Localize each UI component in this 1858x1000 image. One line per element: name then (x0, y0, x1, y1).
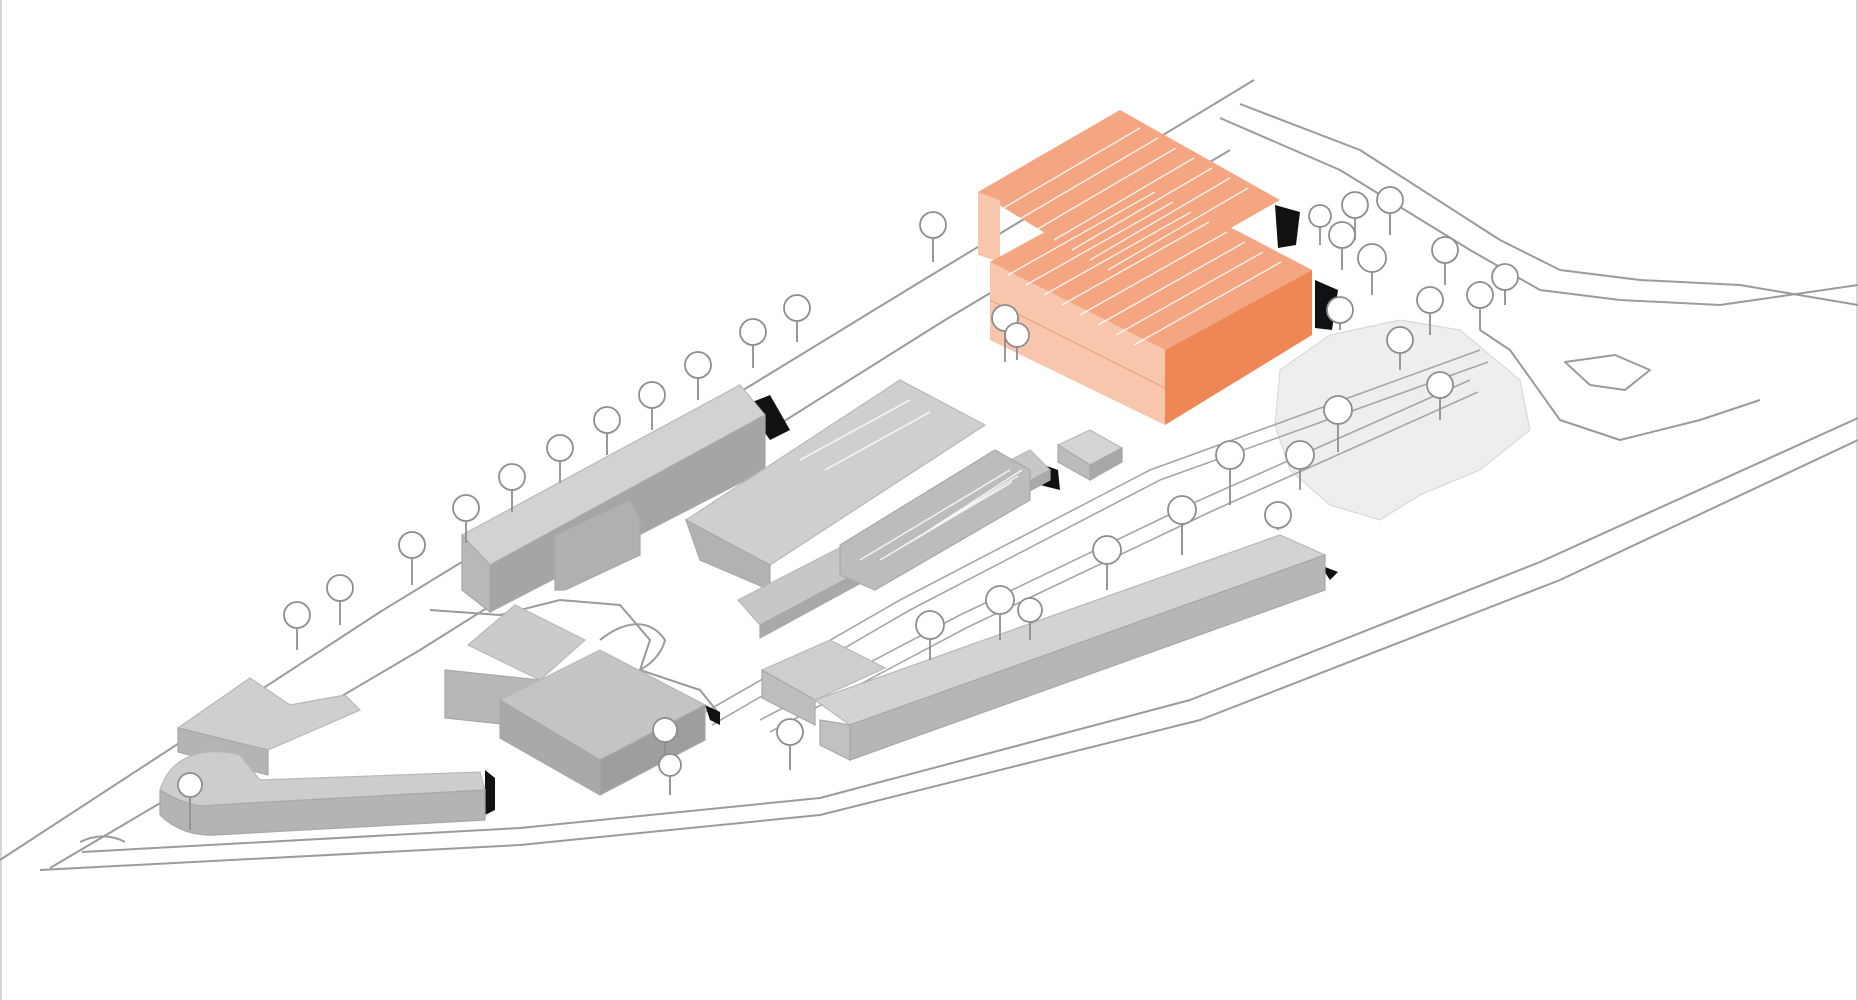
tree-icon (593, 406, 621, 455)
tree-icon (1326, 296, 1354, 330)
roof-skylight (799, 399, 931, 471)
road-north-curve-inner (1239, 103, 1858, 306)
building-south-centre (444, 604, 720, 797)
head-front (761, 668, 816, 726)
shadow (705, 705, 720, 725)
upper-front (978, 192, 1000, 262)
tree-icon (1167, 495, 1197, 555)
tree-icon (1264, 501, 1292, 530)
tree-icon (1341, 191, 1369, 240)
road-south-loop (79, 835, 126, 843)
pond-outline (1564, 354, 1651, 391)
building-new-hall-highlighted (978, 110, 1338, 425)
tree-icon (283, 601, 311, 650)
road-south-edge-outer (39, 439, 1858, 871)
tree-icon (1386, 326, 1414, 370)
tree-icon (1357, 243, 1387, 295)
trees (177, 186, 1519, 830)
tree-icon (326, 574, 354, 625)
roof-ridges (999, 127, 1282, 346)
lower-front-band (989, 299, 1166, 389)
road-south-edge-inner (81, 417, 1858, 853)
building-south-long (760, 534, 1338, 761)
building-small-cube (1056, 429, 1124, 482)
tree-icon (452, 494, 480, 543)
road-north-curve (1219, 117, 1858, 306)
shadow (485, 770, 495, 815)
tree-icon (1466, 281, 1494, 330)
tree-icon (985, 585, 1015, 640)
tree-icon (1308, 204, 1332, 245)
tree-icon (177, 772, 203, 830)
tree-icon (1285, 440, 1315, 490)
tree-icon (1376, 186, 1404, 235)
tree-icon (498, 463, 526, 512)
curved-wing-front (159, 788, 486, 836)
tree-icon (1017, 597, 1043, 640)
tree-icon (1431, 236, 1459, 285)
tree-icon (1215, 440, 1245, 505)
wall-side (1089, 447, 1123, 482)
tree-icon (1092, 535, 1122, 590)
tree-icon (546, 434, 574, 483)
tree-icon (398, 531, 426, 585)
tree-icon (783, 294, 811, 342)
lower-side (1165, 270, 1312, 425)
roof-top-tower (466, 604, 587, 681)
tree-icon (1426, 371, 1454, 420)
wall-side (849, 554, 1326, 761)
building-southwest-curved (159, 677, 495, 836)
shadow-upper (1275, 205, 1300, 248)
bay-lines (859, 469, 1023, 561)
lower-roof (990, 180, 1312, 350)
tree-icon (915, 610, 945, 660)
tree-icon (1328, 221, 1356, 270)
road-network (0, 79, 1858, 871)
annex-block (554, 499, 641, 591)
building-central-shed (684, 379, 1060, 640)
tree-icon (1416, 286, 1444, 335)
rail-track-4 (769, 391, 1479, 733)
tree-icon (1491, 263, 1519, 305)
tree-icon (739, 318, 767, 368)
tree-icon (1323, 395, 1353, 452)
tree-icon (776, 718, 804, 770)
tree-icon (638, 381, 666, 430)
tree-icon (684, 351, 712, 400)
road-east-spur (1479, 329, 1761, 441)
wall-front (819, 719, 851, 761)
tree-icon (658, 753, 682, 795)
tree-icon (919, 211, 947, 262)
tree-icon (1004, 322, 1030, 360)
building-west-warehouse (461, 384, 790, 614)
